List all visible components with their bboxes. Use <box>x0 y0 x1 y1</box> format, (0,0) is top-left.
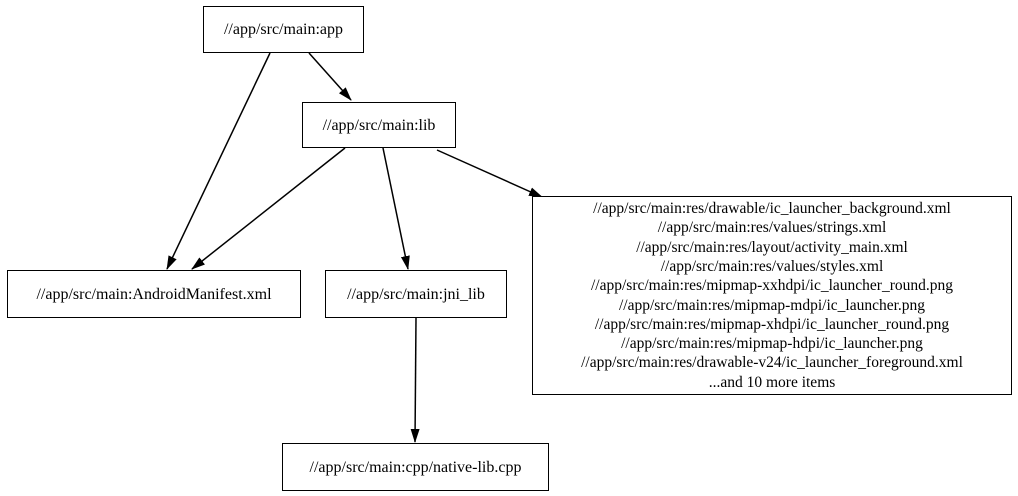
node-android-manifest-label: //app/src/main:AndroidManifest.xml <box>36 285 272 303</box>
node-native-lib-cpp: //app/src/main:cpp/native-lib.cpp <box>282 443 549 491</box>
resource-item: //app/src/main:res/mipmap-xhdpi/ic_launc… <box>594 315 950 333</box>
node-app: //app/src/main:app <box>203 6 364 53</box>
resource-item: //app/src/main:res/layout/activity_main.… <box>636 238 908 256</box>
resource-item: //app/src/main:res/drawable-v24/ic_launc… <box>581 354 963 372</box>
edge-app-to-manifest <box>166 52 271 270</box>
node-app-label: //app/src/main:app <box>223 21 344 38</box>
node-lib-label: //app/src/main:lib <box>322 116 436 134</box>
resource-item: //app/src/main:res/mipmap-mdpi/ic_launch… <box>618 296 926 314</box>
resource-item: //app/src/main:res/values/strings.xml <box>657 219 887 237</box>
resource-more-items: ...and 10 more items <box>708 373 836 391</box>
resource-item: //app/src/main:res/drawable/ic_launcher_… <box>593 200 951 218</box>
edge-app-to-lib <box>308 52 352 101</box>
node-native-lib-cpp-label: //app/src/main:cpp/native-lib.cpp <box>309 458 522 476</box>
resource-item: //app/src/main:res/mipmap-xxhdpi/ic_laun… <box>590 277 953 295</box>
node-resources-group: //app/src/main:res/drawable/ic_launcher_… <box>532 196 1012 395</box>
node-lib: //app/src/main:lib <box>302 102 456 148</box>
resource-item: //app/src/main:res/values/styles.xml <box>660 257 884 275</box>
edge-lib-to-resources <box>436 149 543 198</box>
edge-jni-lib-to-cpp <box>410 317 420 443</box>
node-jni-lib: //app/src/main:jni_lib <box>325 270 507 318</box>
resource-item: //app/src/main:res/mipmap-hdpi/ic_launch… <box>621 335 923 353</box>
node-android-manifest: //app/src/main:AndroidManifest.xml <box>7 270 301 318</box>
node-jni-lib-label: //app/src/main:jni_lib <box>347 285 485 303</box>
edge-lib-to-manifest <box>191 147 346 270</box>
edge-lib-to-jni-lib <box>382 147 410 270</box>
